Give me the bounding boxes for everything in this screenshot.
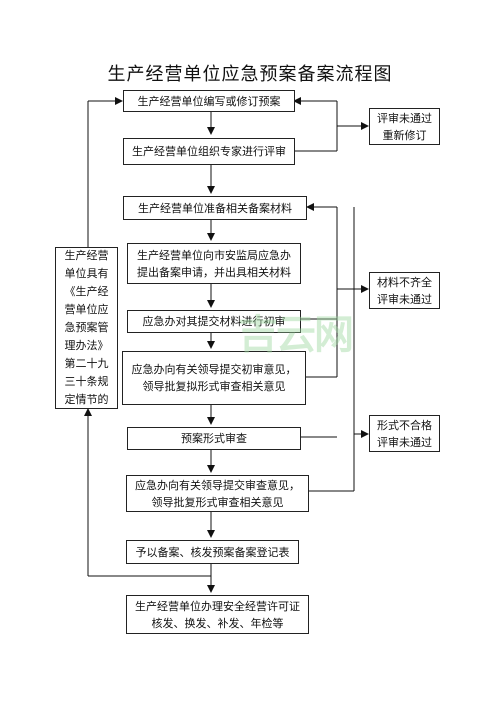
step-grant-filing: 予以备案、核发预案备案登记表 (126, 540, 299, 564)
step-report-review-opinion: 应急办向有关领导提交审查意见，领导批复形式审查相关意见 (126, 475, 309, 512)
page-title: 生产经营单位应急预案备案流程图 (107, 64, 393, 85)
step-license-handling: 生产经营单位办理安全经营许可证核发、换发、补发、年检等 (126, 595, 309, 634)
note-special-circumstances: 生产经营单位具有《生产经营单位应急预案管理办法》第二十九三十条规定情节的 (55, 247, 118, 409)
step-prepare-materials: 生产经营单位准备相关备案材料 (123, 196, 307, 220)
note-review-failed: 评审未通过重新修订 (369, 108, 440, 145)
step-format-review: 预案形式审查 (127, 427, 301, 450)
step-edit-plan: 生产经营单位编写或修订预案 (123, 90, 295, 112)
step-initial-review: 应急办对其提交材料进行初审 (127, 310, 301, 333)
step-submit-application: 生产经营单位向市安监局应急办提出备案申请，并出具相关材料 (127, 243, 301, 284)
note-materials-incomplete: 材料不齐全评审未通过 (369, 272, 440, 309)
step-expert-review: 生产经营单位组织专家进行评审 (123, 138, 295, 165)
step-report-initial-opinion: 应急办向有关领导提交初审意见，领导批复拟形式审查相关意见 (122, 351, 306, 405)
note-format-failed: 形式不合格评审未通过 (369, 415, 440, 452)
